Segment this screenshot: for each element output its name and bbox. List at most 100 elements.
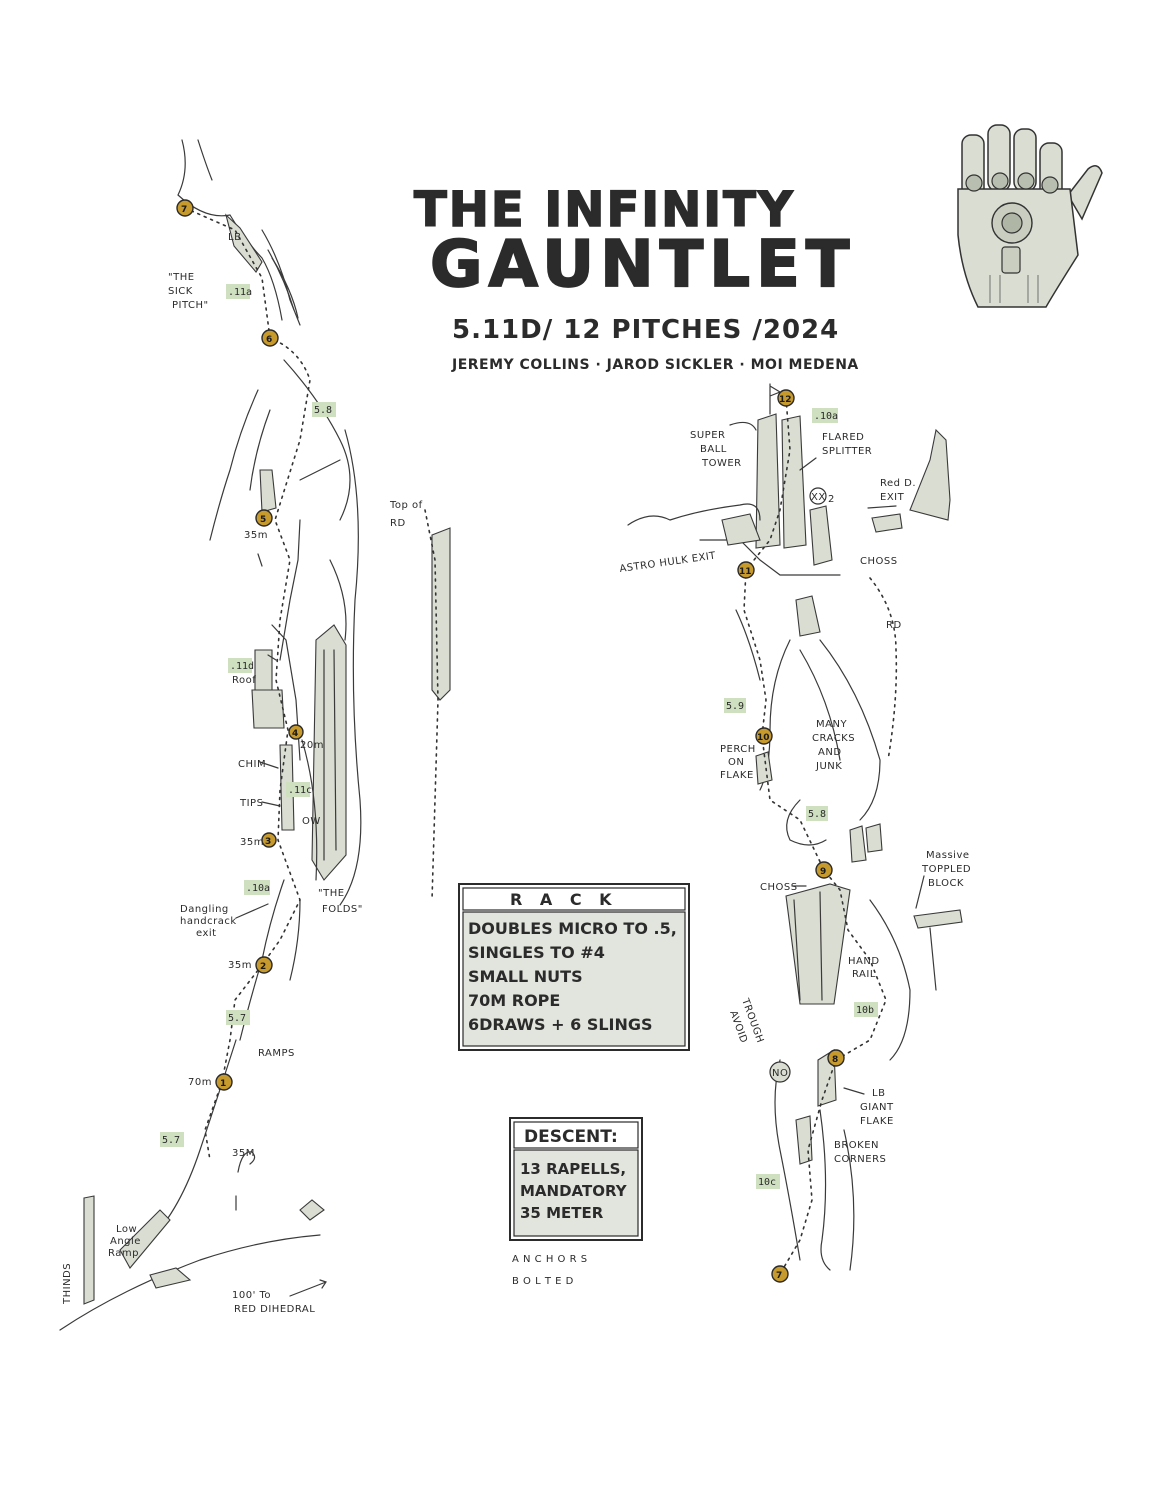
label-folds: FOLDS": [322, 904, 363, 915]
label-broken: CORNERS: [834, 1154, 886, 1165]
belay-station: 7: [176, 199, 194, 217]
label-perch: ON: [728, 757, 744, 768]
label-lb: LB: [228, 232, 241, 243]
label-xx: XX: [811, 492, 826, 503]
label-sick: PITCH": [172, 300, 209, 311]
svg-text:.10a: .10a: [814, 411, 838, 422]
belay-station: 3: [261, 832, 277, 848]
label-perch: FLAKE: [720, 770, 754, 781]
label-reddihedral: RED DIHEDRAL: [234, 1304, 315, 1315]
label-flared: SPLITTER: [822, 446, 872, 457]
svg-text:.11a: .11a: [228, 287, 252, 298]
svg-text:5.8: 5.8: [808, 809, 826, 820]
title-authors: JEREMY COLLINS · JAROD SICKLER · MOI MED…: [451, 357, 859, 373]
label-length: 35M: [232, 1148, 255, 1159]
label-massive: BLOCK: [928, 878, 964, 889]
belay-station: 12: [777, 389, 795, 407]
svg-text:1: 1: [220, 1079, 226, 1089]
rack-box: R A C K DOUBLES MICRO TO .5, SINGLES TO …: [458, 883, 690, 1051]
label-toprd: RD: [390, 518, 406, 529]
svg-text:3: 3: [265, 837, 271, 847]
belay-station: 9: [815, 861, 833, 879]
label-reddihedral: 100' To: [232, 1290, 271, 1301]
label-folds: "THE: [318, 888, 345, 899]
svg-text:4: 4: [292, 729, 298, 739]
arrow-icon: [915, 875, 925, 909]
arrow-icon: [843, 1087, 865, 1095]
rack-item: SMALL NUTS: [468, 967, 583, 986]
belay-station: 1: [215, 1073, 233, 1091]
svg-text:11: 11: [739, 567, 752, 577]
arrow-icon: [267, 654, 277, 661]
label-no: NO: [772, 1068, 788, 1079]
grade-tag: 10c: [756, 1174, 780, 1189]
label-rd: RD: [886, 620, 902, 631]
label-astro: ASTRO HULK EXIT: [619, 551, 717, 575]
svg-text:12: 12: [779, 395, 792, 405]
title-stats: 5.11D/ 12 PITCHES /2024: [452, 315, 839, 345]
right-topo: 12 11 10 9 8 7 .10a 5.9 5.8 10b 10c SUPE…: [619, 383, 971, 1283]
label-superball: TOWER: [701, 458, 742, 469]
arrow-icon: [235, 903, 269, 919]
label-dangling: handcrack: [180, 916, 237, 927]
rd-route-line: [869, 577, 898, 761]
descent-note: A N C H O R S: [512, 1254, 588, 1265]
right-rock-outlines: [627, 383, 963, 1271]
descent-header: DESCENT:: [524, 1127, 618, 1147]
label-choss: CHOSS: [760, 882, 798, 893]
grade-tag: .11a: [226, 284, 252, 299]
belay-station: 8: [827, 1049, 845, 1067]
grade-tag: .11c: [286, 782, 312, 797]
label-lowangle: Angle: [110, 1236, 141, 1247]
label-handrail: RAIL: [852, 969, 876, 980]
label-flared: FLARED: [822, 432, 864, 443]
grade-tag: .11d: [228, 658, 254, 673]
label-toprd: Top of: [389, 500, 423, 511]
label-many: JUNK: [815, 761, 842, 772]
label-lowangle: Ramp: [108, 1248, 139, 1259]
grade-tag: 5.9: [724, 698, 746, 713]
arrow-icon: [259, 761, 279, 769]
label-redd: EXIT: [880, 492, 905, 503]
no-circle-icon: [769, 1061, 791, 1083]
label-lb: LB: [872, 1088, 885, 1099]
grade-tag: 10b: [854, 1002, 878, 1017]
svg-text:10b: 10b: [856, 1005, 874, 1016]
svg-text:2: 2: [260, 962, 266, 972]
left-topo: 7 6 5 4 3 2 1 .11a 5.8 .11d .11c .10a 5.…: [59, 139, 451, 1331]
rack-header: R A C K: [510, 890, 618, 909]
svg-text:5.7: 5.7: [228, 1013, 246, 1024]
label-massive: TOPPLED: [921, 864, 971, 875]
rappel-ring-icon: [237, 1151, 256, 1173]
label-sick: SICK: [168, 286, 193, 297]
left-rock-outlines: [59, 139, 451, 1331]
arrow-icon: [729, 421, 757, 431]
label-length: 35m: [244, 530, 268, 541]
label-dangling: Dangling: [180, 904, 229, 915]
arrow-icon: [289, 1279, 327, 1297]
label-sick: "THE: [168, 272, 195, 283]
title-line1: THE INFINITY: [414, 182, 795, 238]
svg-text:.11c: .11c: [288, 785, 312, 796]
descent-line: MANDATORY: [520, 1182, 628, 1200]
label-chim: CHIM: [238, 759, 266, 770]
label-massive: Massive: [926, 850, 970, 861]
svg-text:.10a: .10a: [246, 883, 270, 894]
belay-station: 5: [255, 509, 273, 527]
arrow-icon: [799, 457, 817, 471]
gauntlet-icon: [957, 124, 1103, 308]
svg-text:7: 7: [181, 205, 187, 215]
grade-tag: 5.8: [312, 402, 336, 417]
svg-text:10: 10: [757, 733, 770, 743]
label-length: 20m: [300, 740, 324, 751]
belay-station: 11: [737, 561, 755, 579]
svg-text:7: 7: [776, 1271, 782, 1281]
bolt-circle-icon: [809, 487, 827, 505]
belay-station: 7: [771, 1265, 789, 1283]
svg-text:.11d: .11d: [230, 661, 254, 672]
label-giant: GIANT: [860, 1102, 894, 1113]
label-broken: BROKEN: [834, 1140, 879, 1151]
belay-station: 10: [755, 727, 773, 745]
descent-box: DESCENT: 13 RAPELLS, MANDATORY 35 METER …: [509, 1117, 643, 1287]
svg-text:9: 9: [820, 867, 826, 877]
